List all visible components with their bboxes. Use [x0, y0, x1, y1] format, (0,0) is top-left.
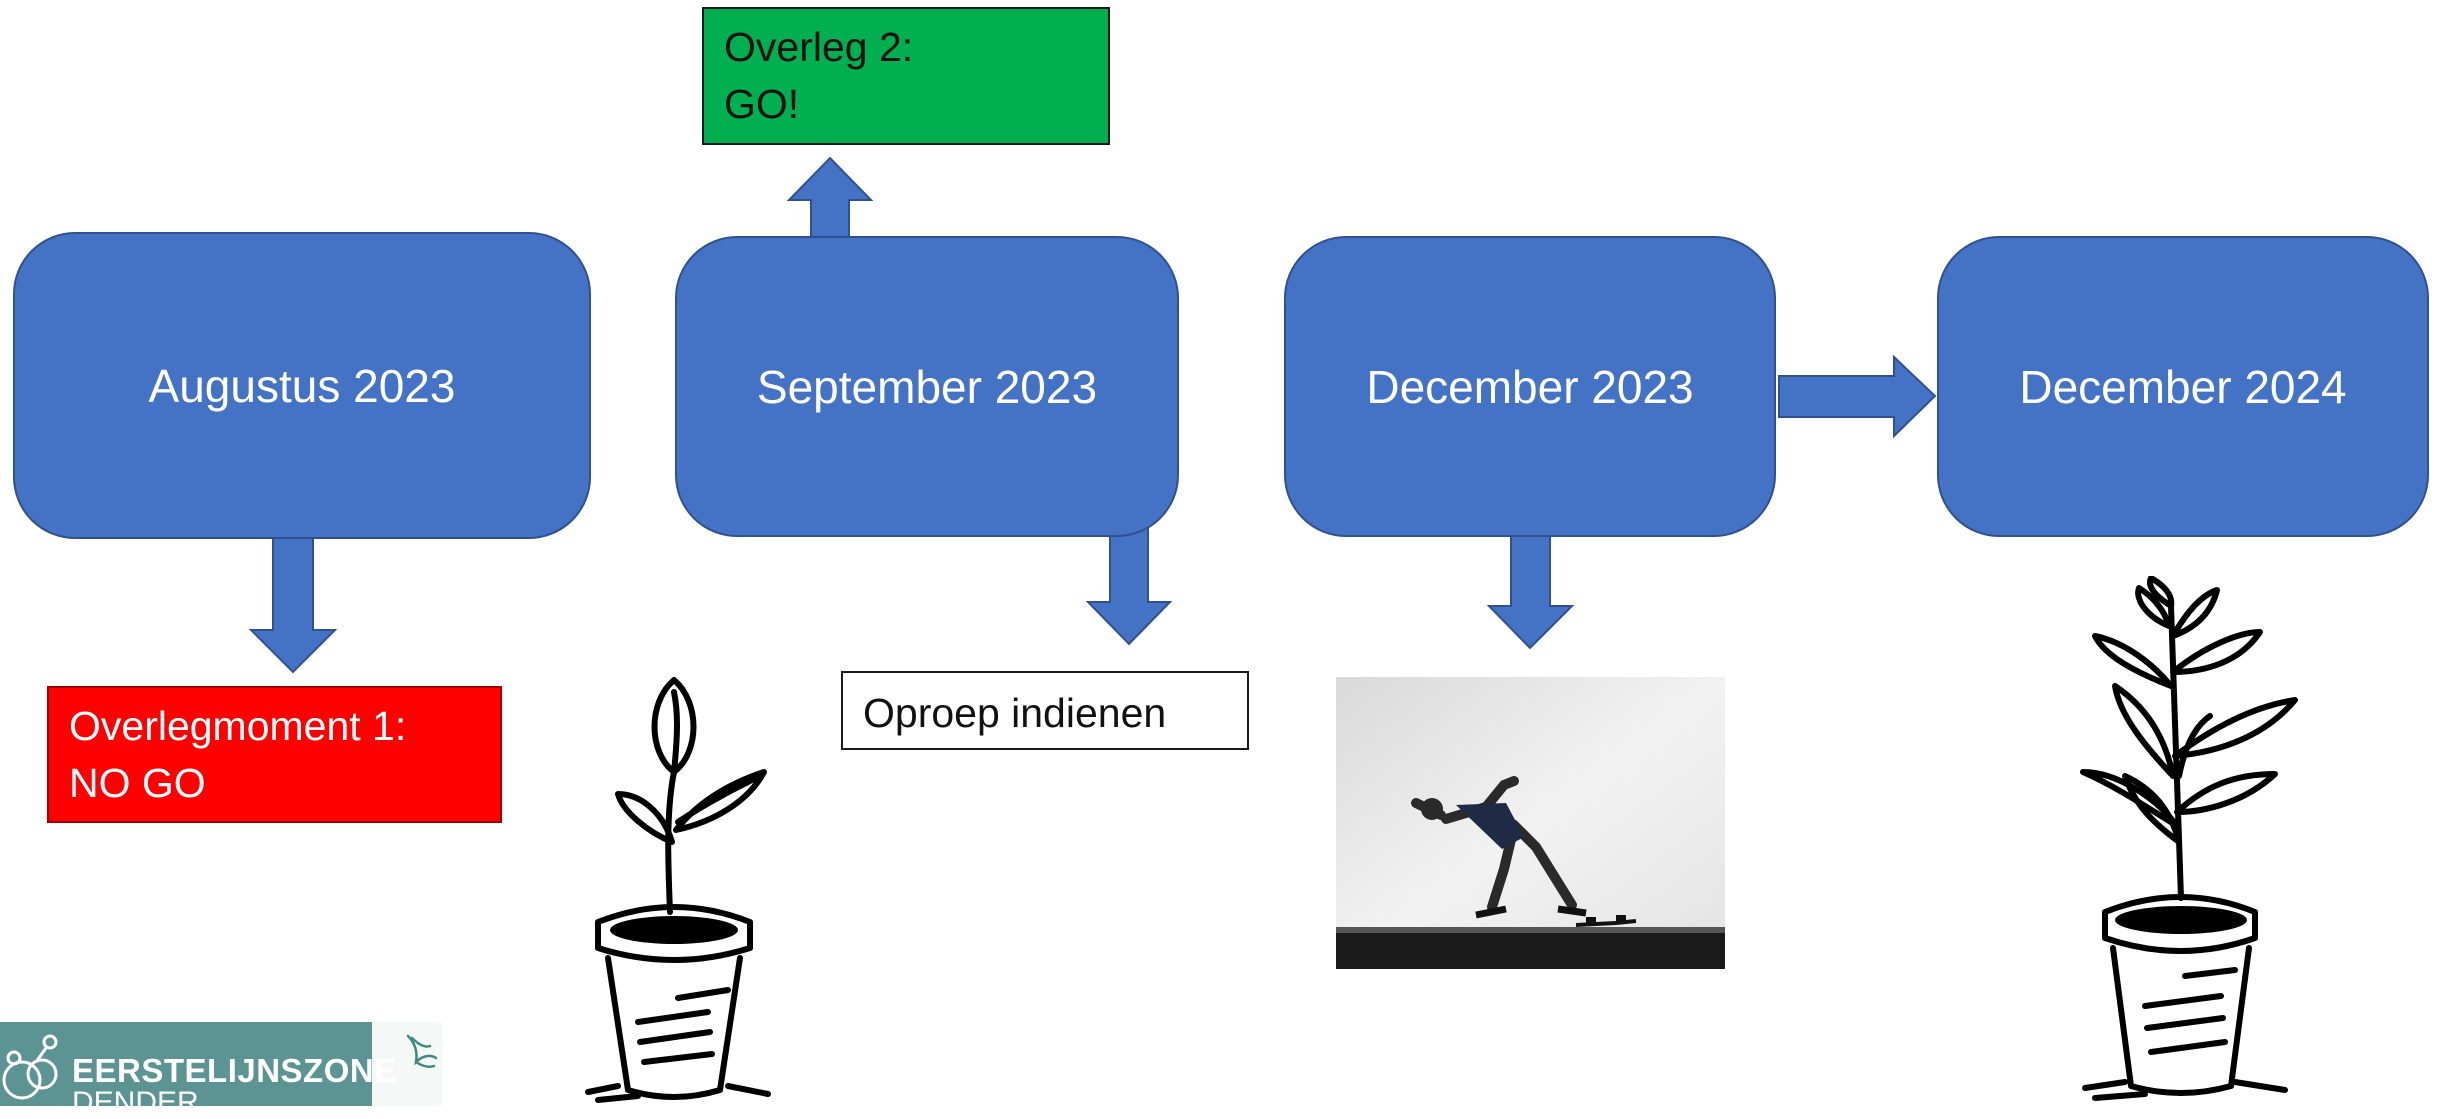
timeline-box-december-2024: December 2024 [1937, 236, 2429, 537]
logo-flemish-lion-icon [406, 1034, 438, 1069]
arrow-right-december [1778, 354, 1937, 439]
overleg-1-nogo-note: Overlegmoment 1: NO GO [47, 686, 502, 823]
logo-molecule-icon [2, 1034, 58, 1100]
timeline-box-augustus-2023: Augustus 2023 [13, 232, 591, 539]
timeline-label: September 2023 [756, 360, 1098, 413]
timeline-label: December 2024 [2019, 360, 2347, 413]
oproep-indienen-note: Oproep indienen [841, 671, 1249, 750]
note-line: Overlegmoment 1: [69, 703, 407, 749]
timeline-box-september-2023: September 2023 [675, 236, 1179, 537]
logo-banner [0, 1022, 440, 1106]
logo-name: EERSTELIJNSZONE [72, 1052, 397, 1089]
timeline-box-december-2023: December 2023 [1284, 236, 1776, 537]
note-line: Oproep indienen [863, 690, 1167, 736]
timeline-label: Augustus 2023 [148, 359, 456, 412]
note-line: GO! [724, 81, 800, 128]
overleg-2-go-note: Overleg 2: GO! [702, 7, 1110, 145]
plant-pot-icon [2080, 576, 2298, 1101]
timeline-label: December 2023 [1366, 360, 1694, 413]
note-line: Overleg 2: [724, 24, 914, 70]
sprout-pot-icon [585, 677, 771, 1103]
note-line: NO GO [69, 760, 206, 807]
sprinter-photo [1336, 677, 1725, 969]
logo-subtitle: DENDER [72, 1086, 199, 1119]
arrow-down-augustus [248, 517, 338, 674]
